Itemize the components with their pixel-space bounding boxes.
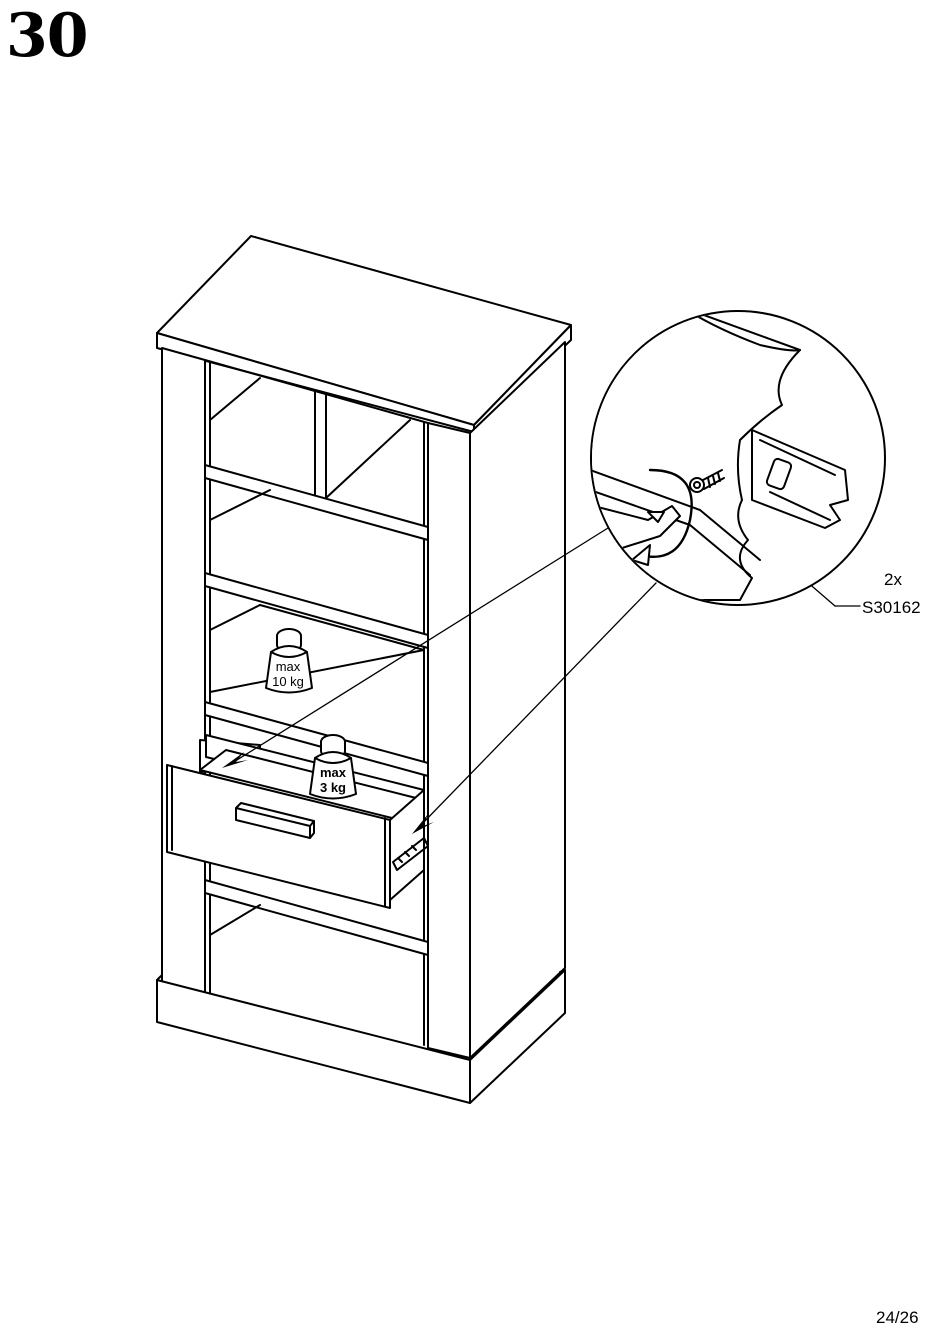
shelf-1: [205, 465, 428, 540]
page-number: 24/26: [876, 1308, 919, 1328]
detail-callout: [590, 310, 885, 605]
hardware-quantity: 2x: [884, 570, 902, 590]
shelf-weight-line1: max: [276, 659, 301, 674]
drawer-weight-line1: max: [320, 765, 347, 780]
drawer-weight-line2: 3 kg: [320, 780, 346, 795]
cabinet: [157, 236, 571, 1103]
right-side-panel: [470, 342, 565, 1058]
hardware-part-code: S30162: [862, 598, 921, 618]
left-upright: [162, 348, 205, 998]
right-upright: [428, 423, 470, 1058]
shelf-2: [205, 573, 428, 648]
shelf-weight-line2: 10 kg: [272, 674, 304, 689]
